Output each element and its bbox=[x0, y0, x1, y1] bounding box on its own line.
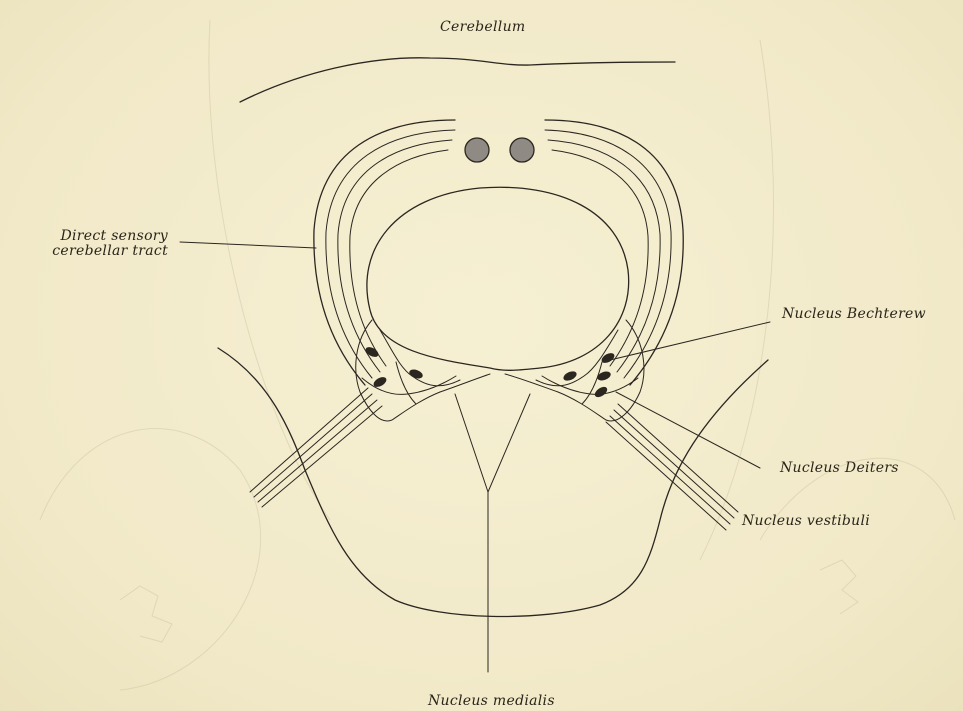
right-nuclei bbox=[505, 320, 644, 421]
label-nucleus-vestibuli: Nucleus vestibuli bbox=[742, 514, 870, 529]
left-nerve-fibers bbox=[250, 388, 382, 507]
label-cerebellum: Cerebellum bbox=[440, 20, 525, 35]
cerebellum-outline bbox=[240, 58, 675, 102]
label-nucleus-bechterew: Nucleus Bechterew bbox=[782, 307, 926, 322]
right-dorsal-spot bbox=[510, 138, 534, 162]
label-direct-sensory-tract: Direct sensory cerebellar tract bbox=[22, 229, 168, 259]
label-nucleus-medialis: Nucleus medialis bbox=[428, 694, 555, 709]
left-nuclei bbox=[356, 320, 490, 421]
leader-lines bbox=[180, 242, 770, 468]
label-direct-sensory-line1: Direct sensory bbox=[22, 229, 168, 244]
page-bleed-through bbox=[40, 20, 955, 690]
medulla-outline bbox=[218, 348, 768, 616]
left-tract-bands bbox=[314, 120, 455, 385]
median-raphe bbox=[455, 394, 530, 672]
left-dorsal-spot bbox=[465, 138, 489, 162]
right-tract-bands bbox=[545, 120, 683, 385]
label-nucleus-deiters: Nucleus Deiters bbox=[780, 461, 899, 476]
right-nerve-fibers bbox=[606, 404, 738, 530]
ventricle-oval bbox=[367, 187, 629, 370]
label-direct-sensory-line2: cerebellar tract bbox=[22, 244, 168, 259]
